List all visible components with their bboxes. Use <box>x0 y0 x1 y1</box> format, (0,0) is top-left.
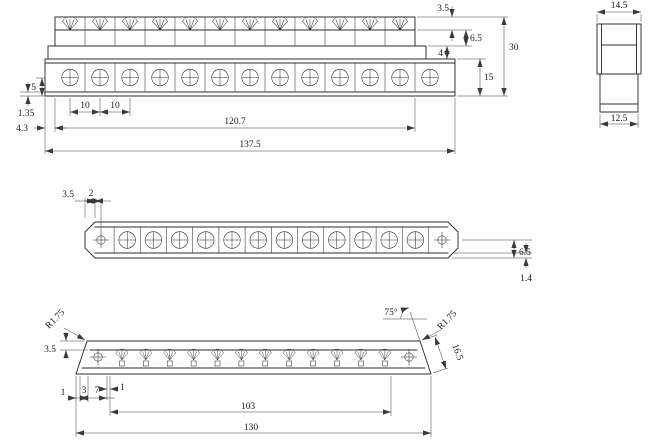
dim-side-bottom-width: 12.5 <box>611 114 628 124</box>
front-strip-dividers <box>84 62 416 93</box>
bottom-clamp-symbols <box>115 348 392 361</box>
dim-front-plate-thickness: 1.35 <box>18 109 35 119</box>
dim-plan-edge-height: 6.5 <box>519 248 531 258</box>
dim-bottom-slot-b: 3 <box>82 386 87 396</box>
dim-bottom-end-length: 16.5 <box>449 343 464 362</box>
dim-plan-wall-thickness: 1.4 <box>520 274 532 284</box>
front-terminal-screws <box>61 68 439 87</box>
dim-bottom-radius-left: R1.75 <box>44 308 67 331</box>
dim-front-left-height: 5 <box>31 83 36 93</box>
side-view: 14.5 12.5 <box>596 1 642 128</box>
plan-mounting-hole-right <box>433 231 451 249</box>
front-cell-dividers <box>84 16 386 47</box>
bottom-view-dimensions: 75° R1.75 R1.75 16.5 3.5 <box>44 307 465 437</box>
plan-view: 3.5 2 6.5 1.4 <box>62 189 532 284</box>
dim-side-top-width: 14.5 <box>611 1 628 11</box>
dim-front-total-length: 137.5 <box>239 140 261 150</box>
dim-bottom-end-angle: 75° <box>384 307 398 318</box>
bottom-view-body <box>75 340 432 375</box>
dim-bottom-overall-length: 130 <box>244 423 259 433</box>
bottom-view: 75° R1.75 R1.75 16.5 3.5 <box>44 307 465 437</box>
dim-front-lip-height: 3.5 <box>437 4 449 14</box>
dim-front-step-height: 4 <box>438 49 443 59</box>
plan-cell-dividers <box>113 226 429 254</box>
dim-bottom-edge-offset: 3.5 <box>44 345 56 355</box>
side-view-body <box>596 23 642 113</box>
dim-front-end-offset: 4.3 <box>16 124 28 134</box>
front-view-dimensions: 3.5 6.5 4 15 30 5 1.35 4.3 10 10 120.7 1… <box>16 4 519 154</box>
front-view: 3.5 6.5 4 15 30 5 1.35 4.3 10 10 120.7 1… <box>16 4 519 154</box>
side-view-dimensions: 14.5 12.5 <box>596 1 642 128</box>
bottom-slot-row <box>119 360 388 367</box>
bottom-mounting-hole-right <box>400 348 418 366</box>
dim-front-housing-length: 120.7 <box>224 117 246 127</box>
dim-plan-end-offset: 3.5 <box>62 190 74 200</box>
dim-front-pitch-b: 10 <box>110 101 120 111</box>
dim-bottom-hole-spacing: 103 <box>241 402 256 412</box>
dim-bottom-slot-c: 7 <box>95 386 100 396</box>
dim-front-strip-height: 15 <box>484 73 494 83</box>
dim-bottom-radius-right: R1.75 <box>436 309 459 332</box>
bottom-mounting-hole-left <box>89 348 107 366</box>
plan-mounting-hole-left <box>92 231 110 249</box>
plan-view-dimensions: 3.5 2 6.5 1.4 <box>62 189 532 284</box>
dim-front-total-height: 30 <box>509 43 519 53</box>
dim-plan-hole-offset: 2 <box>89 189 94 199</box>
dim-bottom-slot-a: 1 <box>61 388 66 398</box>
dim-bottom-slot-d: 1 <box>120 383 125 393</box>
dim-front-pitch-a: 10 <box>80 101 90 111</box>
dim-front-upper-height: 6.5 <box>470 34 482 44</box>
